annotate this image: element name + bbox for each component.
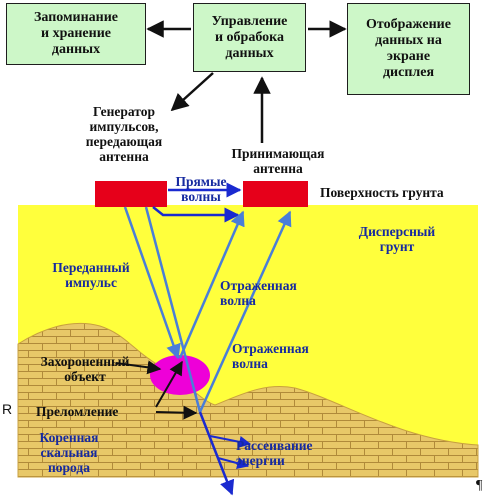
transmitting-antenna [95,181,167,207]
reflected-wave-label-2: Отраженная волна [232,341,309,371]
transmitted-ray-object [123,206,181,360]
dispersed-soil-label: Дисперсный грунт [358,224,436,254]
control-box-text: Управление и обрабока данных [211,13,288,61]
display-box-text: Отображение данных на экране дисплея [366,17,451,80]
arrow-to-generator [170,72,214,112]
receiver-label: Принимающая антенна [231,146,325,176]
margin-letter: R [2,401,13,417]
scattering-label: Рассеивание энергии [236,438,313,468]
transmitted-ray-bedrock [144,206,202,413]
reflected-ray-object [178,210,245,359]
scatter-ray-2 [217,457,250,470]
display-box: Отображение данных на экране дисплея [347,3,470,95]
transmitted-pulse-label: Переданный импульс [52,260,130,290]
reflected-ray-bedrock [198,210,292,413]
storage-box-text: Запоминание и хранение данных [33,10,119,57]
control-box: Управление и обрабока данных [193,3,306,72]
bedrock-layer [17,322,479,478]
storage-box: Запоминание и хранение данных [6,3,146,65]
pilcrow-mark: ¶ [476,478,483,493]
scatter-ray-down [198,411,235,496]
surface-label: Поверхность грунта [320,185,444,200]
pointer-refraction-bedrock [155,405,198,420]
direct-wave-arrow-lower [152,206,240,223]
reflected-wave-label-1: Отраженная волна [220,278,297,308]
pointer-refraction-object [155,360,183,408]
direct-waves-label: Прямые волны [175,174,227,204]
receiving-antenna [243,181,308,207]
buried-object-shape [150,355,210,395]
refraction-label: Преломление [36,404,119,419]
bedrock-label: Коренная скальная порода [39,430,99,475]
generator-label: Генератор импульсов, передающая антенна [85,104,163,164]
scatter-ray-1 [209,435,252,448]
pointer-buried-object [115,360,162,375]
buried-object-label: Захороненный объект [40,354,130,384]
